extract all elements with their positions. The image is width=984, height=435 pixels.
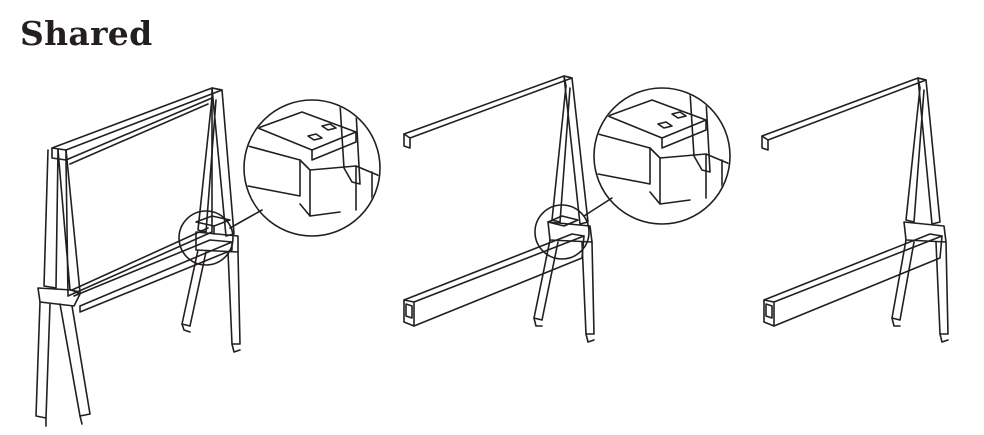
bottom-rail [763,233,943,327]
bottom-rail [403,233,585,327]
page-title: Shared [20,14,153,53]
easel-rails-no-callout [761,77,949,343]
callout-ring-small [534,204,590,260]
bracket-mount [547,215,579,227]
callout-ring-small [178,210,234,266]
left-leg [35,149,91,427]
right-leg [181,87,241,353]
callout-leader [229,209,263,229]
easel-assembled [35,87,381,427]
easel-rails-only [403,75,731,343]
zoom-detail [243,99,381,237]
top-rail [51,87,223,161]
right-leg [533,75,595,343]
zoom-detail [593,87,731,225]
top-rail [403,75,573,149]
callout-leader [583,197,613,217]
right-leg [891,77,949,343]
bracket-mount [195,215,231,235]
top-rail [761,77,927,151]
